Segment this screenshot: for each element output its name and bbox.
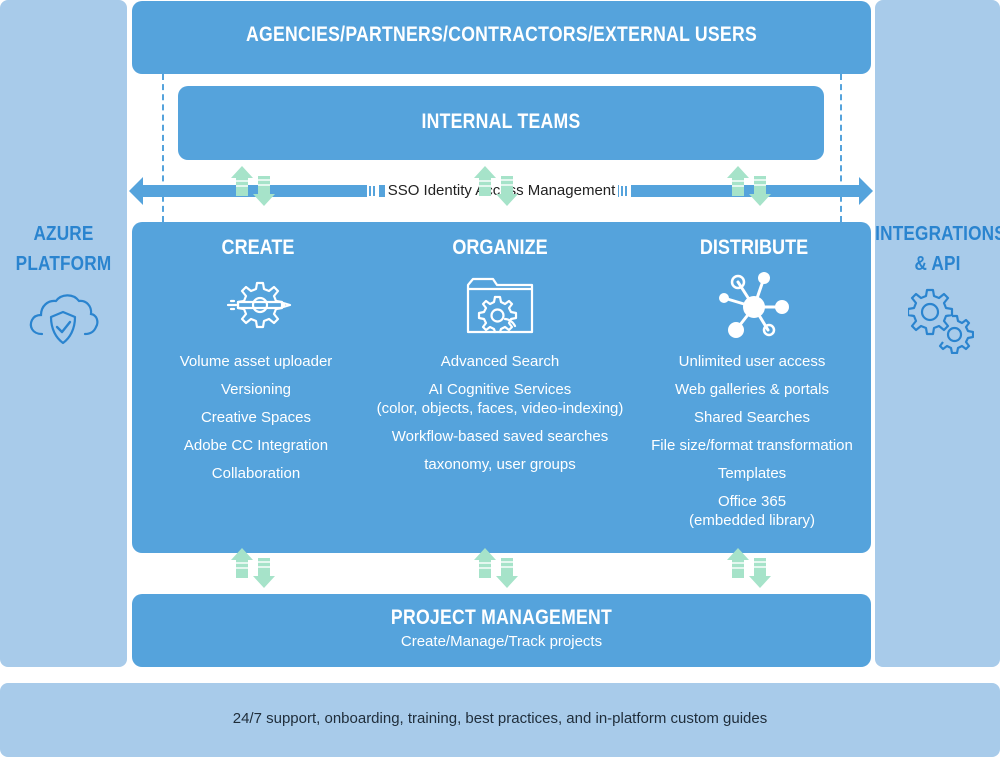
distribute-item-3: File size/format transformation (651, 437, 853, 454)
integrations-title-line1: INTEGRATIONS (875, 223, 1000, 245)
distribute-title: DISTRIBUTE (699, 236, 809, 259)
internal-teams-title: INTERNAL TEAMS (421, 110, 581, 133)
sync-arrows-organize-top (474, 166, 518, 206)
integrations-title-line2: & API (914, 253, 961, 275)
create-item-3: Adobe CC Integration (183, 437, 329, 454)
distribute-item-1: Web galleries & portals (675, 381, 829, 398)
organize-item-0: Advanced Search (440, 353, 560, 370)
folder-gear-icon (465, 275, 535, 335)
sync-arrows-create-top (231, 166, 275, 206)
azure-platform-panel: AZURE PLATFORM (0, 0, 127, 667)
internal-teams-box: INTERNAL TEAMS (178, 86, 824, 160)
cloud-shield-icon (26, 290, 100, 348)
sync-arrows-distribute-bottom (727, 548, 771, 588)
distribute-item-0: Unlimited user access (678, 353, 826, 370)
azure-title-line1: AZURE (33, 223, 94, 245)
gear-pencil-icon (224, 280, 296, 330)
organize-feature-list: Advanced Search AI Cognitive Services (c… (360, 352, 640, 483)
create-item-0: Volume asset uploader (179, 353, 333, 370)
distribute-feature-list: Unlimited user access Web galleries & po… (632, 352, 872, 539)
create-feature-list: Volume asset uploader Versioning Creativ… (150, 352, 362, 492)
distribute-item-5: Office 365 (embedded library) (689, 493, 815, 529)
integrations-api-panel: INTEGRATIONS & API (875, 0, 1000, 667)
external-users-box: AGENCIES/PARTNERS/CONTRACTORS/EXTERNAL U… (132, 1, 871, 74)
create-item-2: Creative Spaces (200, 409, 312, 426)
support-bar: 24/7 support, onboarding, training, best… (0, 683, 1000, 757)
dashed-line-right (840, 74, 842, 222)
dashed-line-left (162, 74, 164, 222)
create-title: CREATE (221, 236, 295, 259)
create-item-1: Versioning (220, 381, 292, 398)
project-management-subtitle: Create/Manage/Track projects (400, 633, 603, 650)
project-management-title: PROJECT MANAGEMENT (390, 606, 613, 629)
main-capabilities-box (132, 222, 871, 553)
create-item-4: Collaboration (211, 465, 301, 482)
azure-platform-title: AZURE PLATFORM (9, 219, 118, 279)
support-text: 24/7 support, onboarding, training, best… (232, 710, 768, 727)
organize-item-2: Workflow-based saved searches (391, 428, 609, 445)
organize-title: ORGANIZE (452, 236, 548, 259)
organize-item-1: AI Cognitive Services (color, objects, f… (376, 381, 624, 417)
gears-icon (908, 286, 974, 354)
distribute-item-4: Templates (717, 465, 787, 482)
azure-title-line2: PLATFORM (15, 253, 112, 275)
project-management-box: PROJECT MANAGEMENT Create/Manage/Track p… (132, 594, 871, 667)
distribute-item-2: Shared Searches (694, 409, 810, 426)
organize-item-3: taxonomy, user groups (424, 456, 576, 473)
integrations-api-title: INTEGRATIONS & API (875, 219, 1000, 279)
sync-arrows-distribute-top (727, 166, 771, 206)
network-icon (716, 270, 792, 344)
sync-arrows-organize-bottom (474, 548, 518, 588)
sync-arrows-create-bottom (231, 548, 275, 588)
external-users-title: AGENCIES/PARTNERS/CONTRACTORS/EXTERNAL U… (246, 23, 757, 46)
